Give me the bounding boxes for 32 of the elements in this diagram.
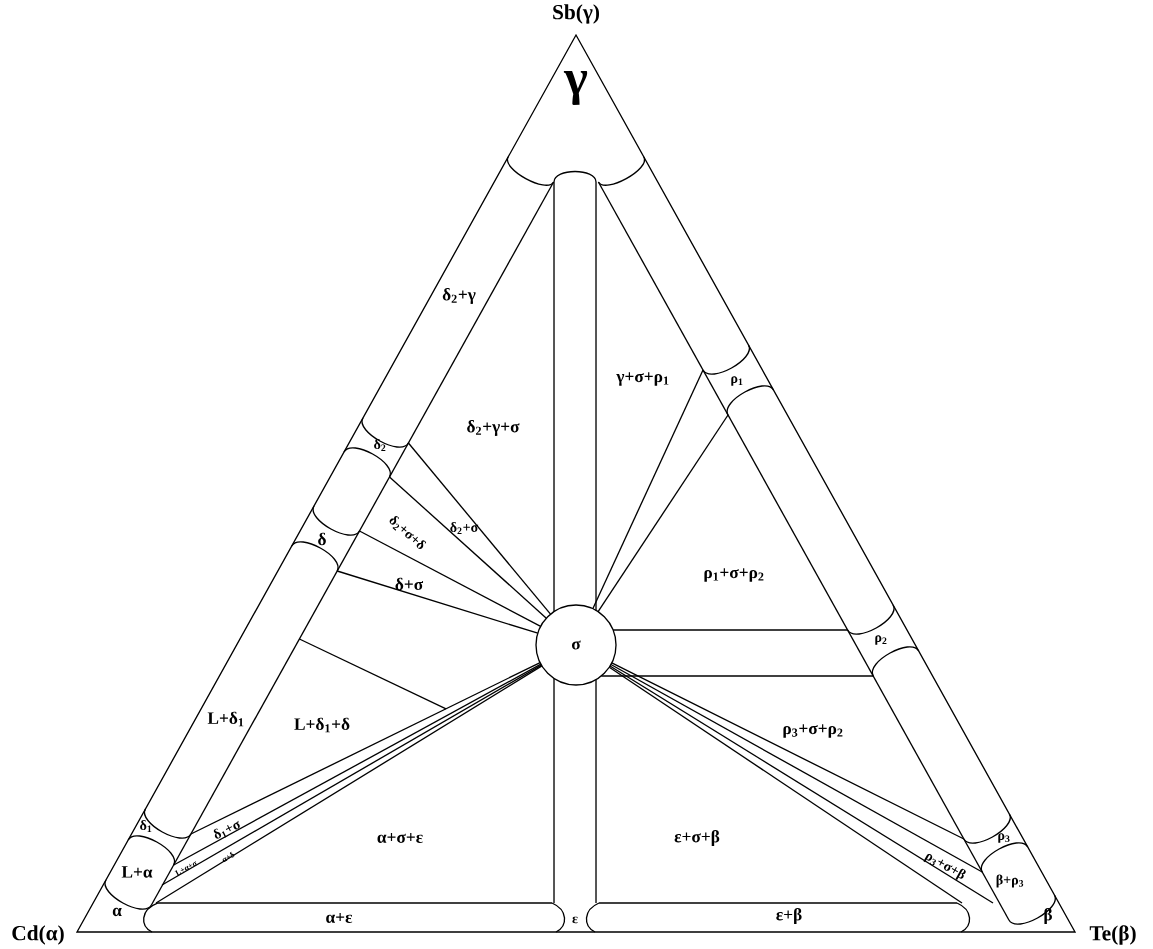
phase-label: ε (572, 916, 578, 924)
phase-label: ρ$_{3}$+σ+β (923, 853, 966, 881)
phase-label: δ+σ (395, 577, 424, 591)
phase-label: L+α (121, 866, 153, 878)
vertex-label: Sb(γ) (553, 4, 600, 24)
phase-label: ε+β (776, 908, 802, 924)
phase-label: ρ$_{3}$+σ+ρ$_{2}$ (783, 724, 843, 738)
phase-label: L+δ$_{1}$ (207, 711, 244, 727)
phase-label: β (1044, 908, 1052, 924)
phase-label: σ (571, 640, 581, 650)
phase-label: α+ε (326, 913, 353, 923)
phase-label: α (112, 907, 122, 917)
vertex-label: Te(β) (1089, 925, 1136, 945)
phase-label: δ$_{2}$+γ (442, 288, 476, 304)
phase-label: δ (318, 532, 326, 546)
phase-label: β+ρ$_{3}$ (996, 874, 1024, 888)
phase-label: ρ$_{2}$ (875, 635, 887, 645)
phase-label: δ$_{2}$+σ+δ (389, 515, 427, 550)
phase-label: γ+σ+ρ$_{1}$ (616, 372, 669, 386)
phase-label: δ$_{2}$+γ+σ (467, 420, 520, 436)
phase-label: γ (563, 71, 588, 105)
phase-label: ρ$_{1}$+σ+ρ$_{2}$ (704, 568, 764, 582)
vertex-label: Cd(α) (12, 925, 64, 945)
phase-label: δ$_{2}$+σ (450, 522, 479, 534)
phase-label: δ$_{1}$ (140, 820, 152, 832)
phase-label: δ$_{1}$+σ (213, 820, 240, 839)
phase-label: ρ$_{3}$ (998, 833, 1010, 843)
phase-label: δ$_{2}$ (374, 439, 386, 451)
phase-label: ρ$_{1}$ (731, 376, 743, 386)
phase-label: L+δ$_{1}$+δ (294, 717, 350, 733)
phase-label: ε+σ+β (674, 830, 720, 846)
phase-label: α+σ+ε (377, 833, 423, 843)
